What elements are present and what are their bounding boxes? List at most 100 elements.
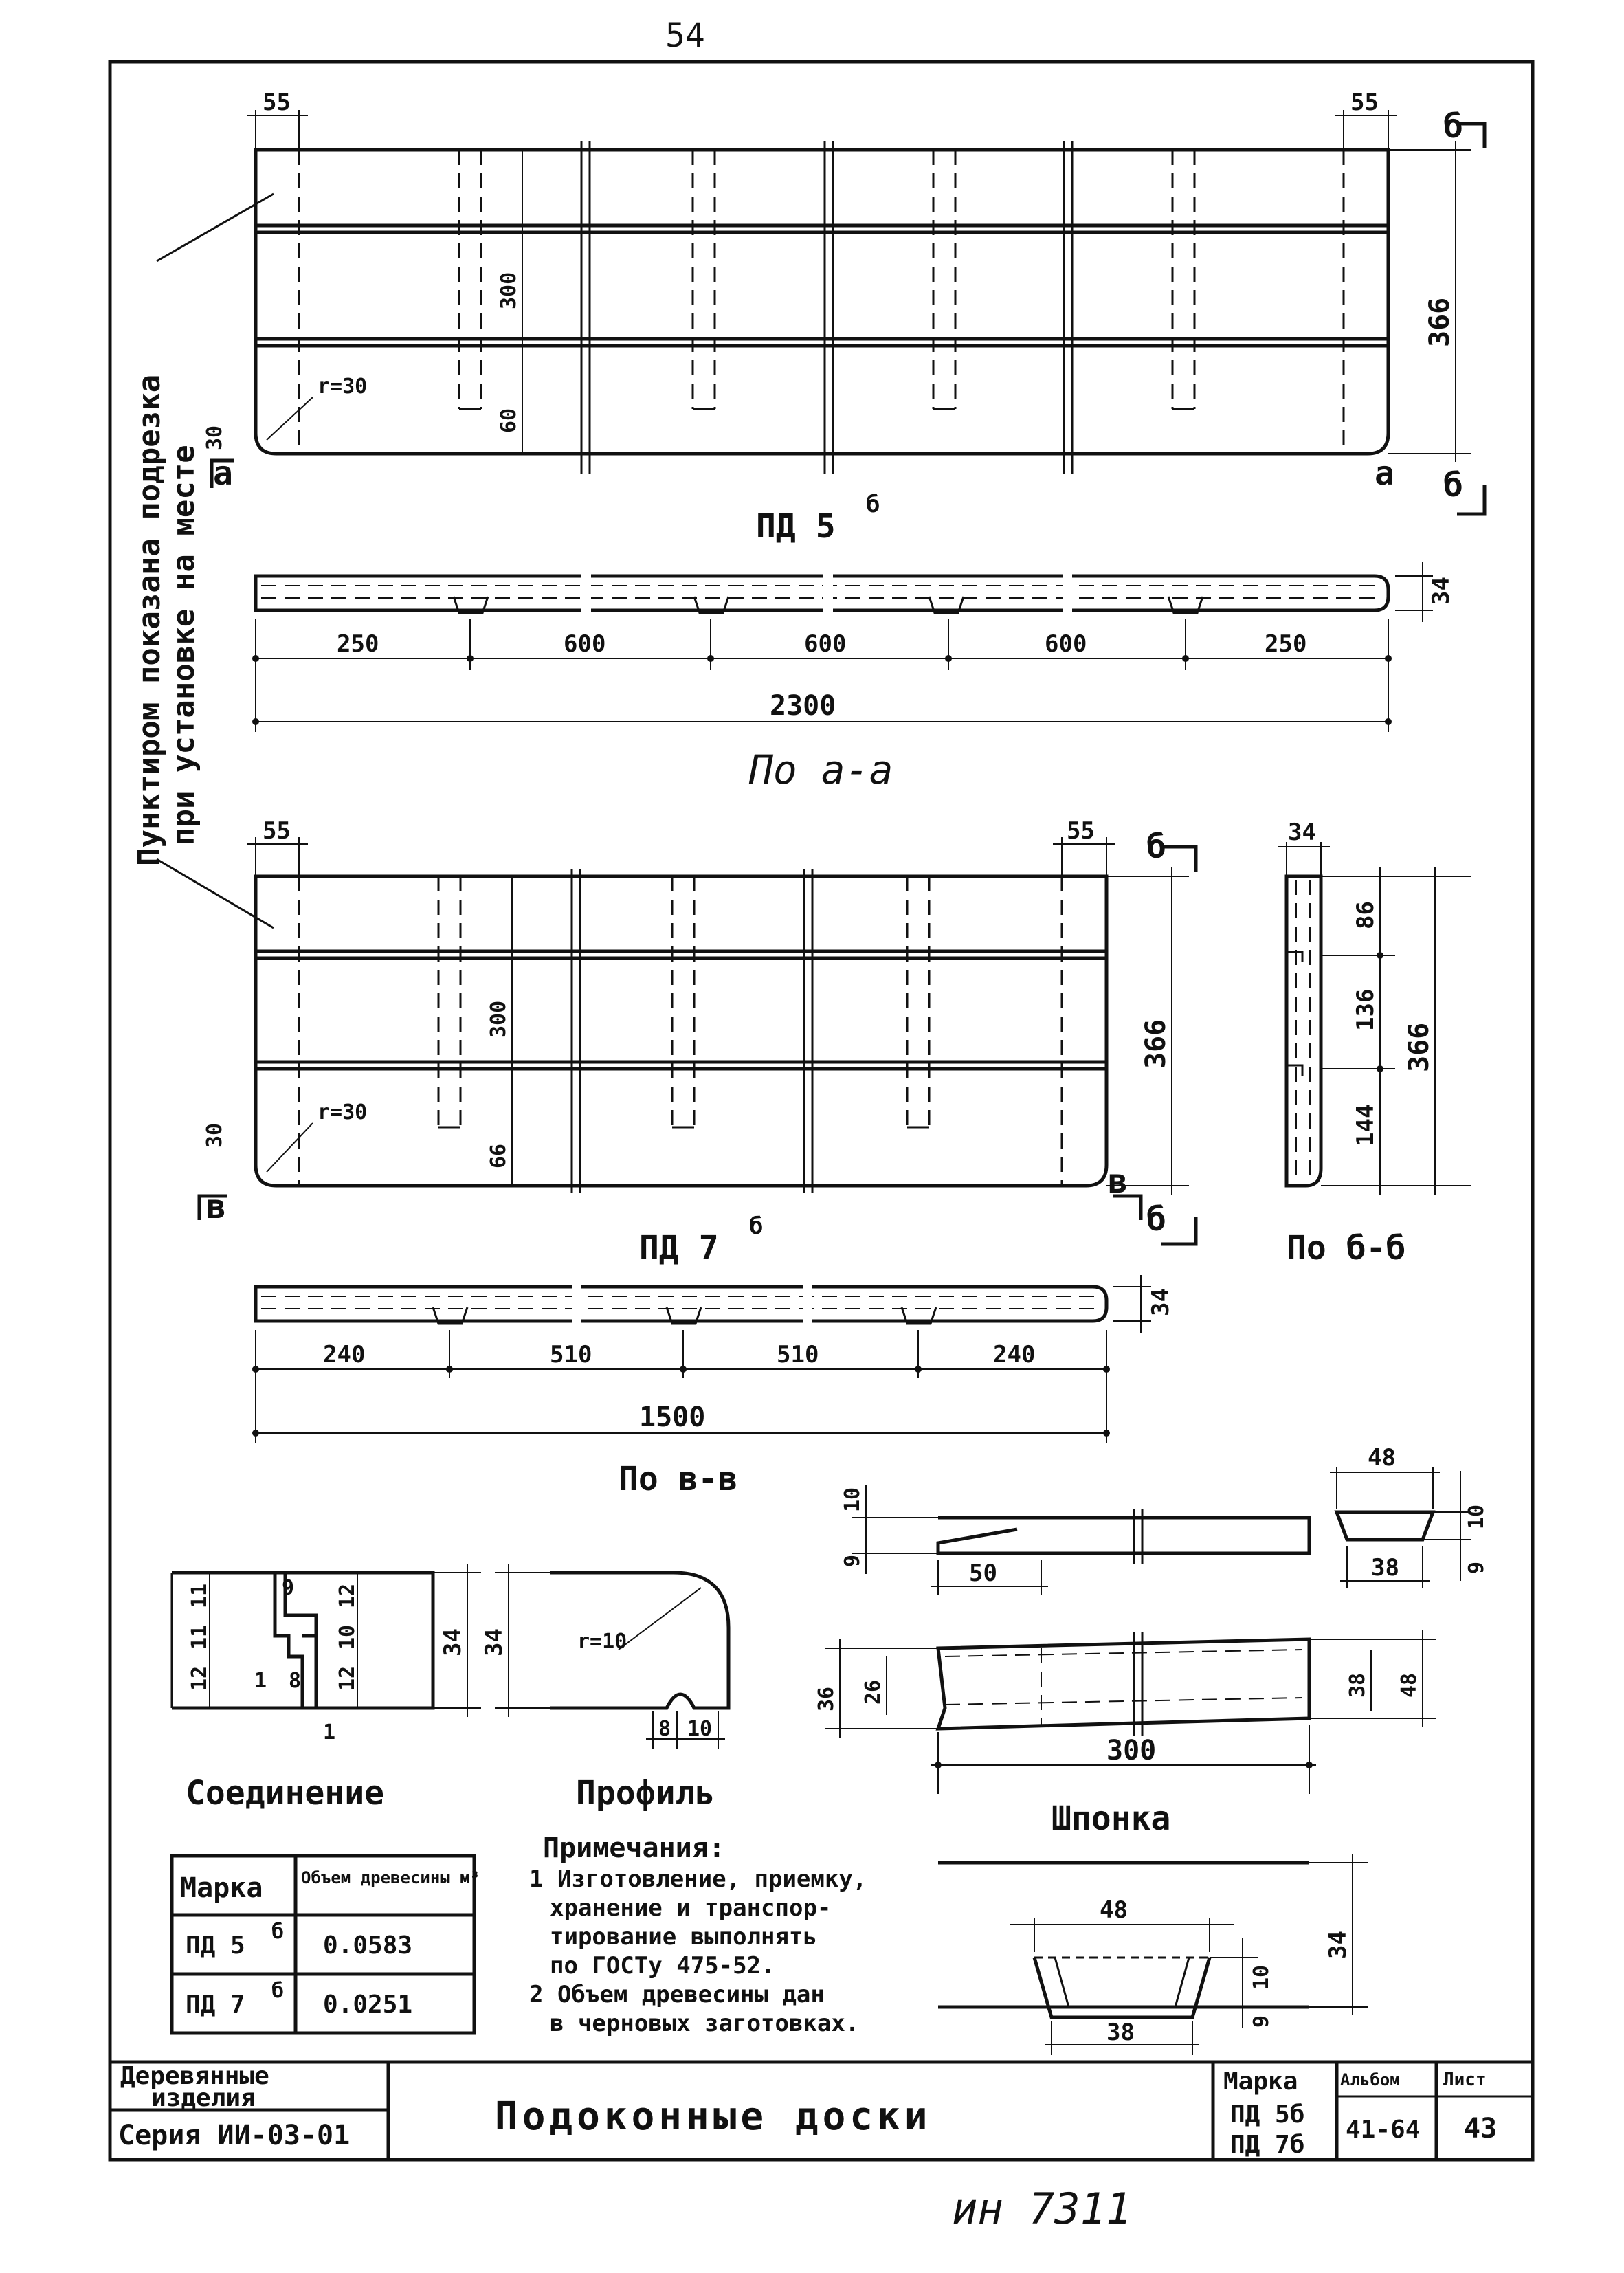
marker-b2-bottom: б: [1146, 1200, 1166, 1239]
table-row1-mark: ПД 5: [186, 1931, 245, 1960]
notes-line-6: в черновых заготовках.: [550, 2010, 859, 2037]
tb-category-2: изделия: [151, 2084, 256, 2112]
joint-right-2: 10: [335, 1625, 359, 1650]
profile-bottom-2: 10: [687, 1717, 712, 1741]
key-plan-dim-2: 26: [861, 1680, 885, 1705]
joint-detail: 11 11 12 12 10 12 9 1 8 1 34: [170, 1564, 481, 1744]
key-side-dim-1: 10: [1465, 1505, 1489, 1529]
key-side-dim-2: 9: [1465, 1562, 1489, 1574]
pd7-radius-label: r=30: [318, 1100, 367, 1124]
bb-thickness: 34: [1288, 819, 1316, 846]
tb-album: 41-64: [1346, 2116, 1420, 2144]
pd5-height-total: 366: [1424, 298, 1456, 347]
table-header-volume: Объем древесины м³: [301, 1868, 480, 1887]
side-note: Пунктиром показана подрезка при установк…: [132, 192, 274, 929]
table-row2-mark: ПД 7: [186, 1991, 245, 2019]
marker-v-right: в: [1108, 1162, 1128, 1201]
marker-b-bottom: б: [1443, 466, 1463, 505]
pd5-corner-offset: 30: [203, 425, 227, 450]
profile-caption: Профиль: [576, 1774, 715, 1812]
side-note-line2: при установке на месте: [166, 445, 201, 845]
bb-dim-2: 136: [1352, 989, 1379, 1031]
joint-under: 1: [323, 1720, 335, 1744]
pd7-seg-2: 510: [550, 1341, 592, 1368]
marker-a-left: а: [213, 454, 233, 493]
pd7-seg-4: 240: [993, 1341, 1035, 1368]
key-side-w-top: 48: [1368, 1444, 1396, 1472]
pd7-mark-sup: б: [749, 1212, 763, 1240]
notes-line-4: по ГОСТу 475-52.: [550, 1952, 775, 1980]
tb-mark-1: ПД 5б: [1230, 2100, 1304, 2129]
notes: Примечания: 1 Изготовление, приемку, хра…: [529, 1832, 867, 2037]
tb-series: Серия ИИ-03-01: [118, 2120, 350, 2151]
pd5-radius-label: r=30: [318, 375, 367, 399]
joint-total: 34: [439, 1628, 467, 1656]
key-detail: 10 9 50 48 38 10 9 36 26: [814, 1444, 1489, 2055]
pd7-batten-width: 300: [487, 1001, 511, 1038]
key-left-top-2: 9: [841, 1555, 865, 1567]
pd5-thickness: 34: [1427, 577, 1455, 605]
key-side-w-bottom: 38: [1371, 1554, 1399, 1582]
pd5-edge-right: 55: [1350, 89, 1379, 116]
key-inset-dim-1: 10: [1249, 1965, 1273, 1990]
pd7-corner-offset: 30: [203, 1123, 227, 1148]
pd5-plan: 55 55 366 300 60 r=30 30 а а б б: [203, 89, 1487, 516]
tb-sheet: 43: [1464, 2113, 1497, 2144]
pd7-section: 34 240 510 510 240 1500: [252, 1275, 1175, 1443]
pd5-seg-5: 250: [1265, 630, 1306, 658]
tb-album-header: Альбом: [1340, 2070, 1400, 2089]
joint-left-2: 11: [188, 1625, 212, 1650]
pd7-section-caption: По в-в: [619, 1460, 737, 1498]
pd5-batten-width: 300: [497, 272, 521, 309]
notes-line-1: 1 Изготовление, приемку,: [529, 1865, 867, 1893]
sheet-frame: [108, 60, 1535, 2162]
key-plan-right-1: 38: [1346, 1673, 1370, 1698]
key-inset-w-top: 48: [1100, 1896, 1128, 1924]
key-plan-dim-1: 36: [814, 1687, 838, 1711]
marker-v-left: в: [206, 1188, 226, 1226]
pd5-seg-2: 600: [564, 630, 605, 658]
pd5-seg-4: 600: [1045, 630, 1087, 658]
pd5-section-caption: По а-а: [748, 746, 893, 793]
pd5-mark-label: ПД 5: [756, 507, 836, 546]
pd5-total-length: 2300: [770, 690, 836, 722]
table-row1-volume: 0.0583: [323, 1931, 412, 1960]
pd7-seg-3: 510: [777, 1341, 819, 1368]
tb-title: Подоконные доски: [495, 2094, 931, 2139]
pd5-section: 34 250 600 600 600 250 2300: [252, 562, 1455, 732]
tb-mark-2: ПД 7б: [1230, 2131, 1304, 2159]
profile-bottom-1: 8: [658, 1717, 671, 1741]
pd7-edge-left: 55: [263, 817, 291, 845]
bb-caption: По б-б: [1287, 1229, 1405, 1267]
pd7-total-length: 1500: [639, 1401, 705, 1433]
key-inset-dim-2: 9: [1249, 2015, 1273, 2028]
bb-dim-3: 144: [1352, 1105, 1379, 1146]
tb-mark-header: Марка: [1223, 2067, 1298, 2096]
bb-dim-1: 86: [1352, 901, 1379, 929]
joint-caption: Соединение: [186, 1774, 384, 1812]
key-taper-len: 50: [969, 1560, 997, 1587]
profile-radius: r=10: [577, 1630, 627, 1654]
tb-category-1: Деревянные: [120, 2062, 269, 2090]
volume-table: Марка Объем древесины м³ ПД 5 б 0.0583 П…: [170, 1854, 480, 2035]
pd5-edge-left: 55: [263, 89, 291, 116]
table-row2-volume: 0.0251: [323, 1991, 412, 2019]
joint-top: 9: [282, 1576, 294, 1600]
pd7-edge-right: 55: [1067, 817, 1095, 845]
key-inset-w-bottom: 38: [1106, 2019, 1135, 2046]
joint-right-3: 12: [335, 1666, 359, 1691]
title-block: Деревянные изделия Серия ИИ-03-01 Подоко…: [110, 2060, 1533, 2160]
joint-left-3: 12: [188, 1666, 212, 1691]
pd5-seg-1: 250: [337, 630, 379, 658]
notes-title: Примечания:: [543, 1832, 725, 1864]
key-inset-total: 34: [1324, 1931, 1352, 1959]
pd7-mark-label: ПД 7: [639, 1229, 719, 1267]
key-caption: Шпонка: [1052, 1799, 1170, 1838]
joint-bottom-1: 1: [254, 1669, 267, 1693]
table-row2-sup: б: [271, 1979, 284, 2003]
inventory-number: ин 7311: [952, 2184, 1131, 2234]
profile-detail: 34 r=10 8 10: [480, 1564, 731, 1749]
marker-a-right: а: [1375, 454, 1394, 493]
key-left-top-1: 10: [841, 1487, 865, 1512]
